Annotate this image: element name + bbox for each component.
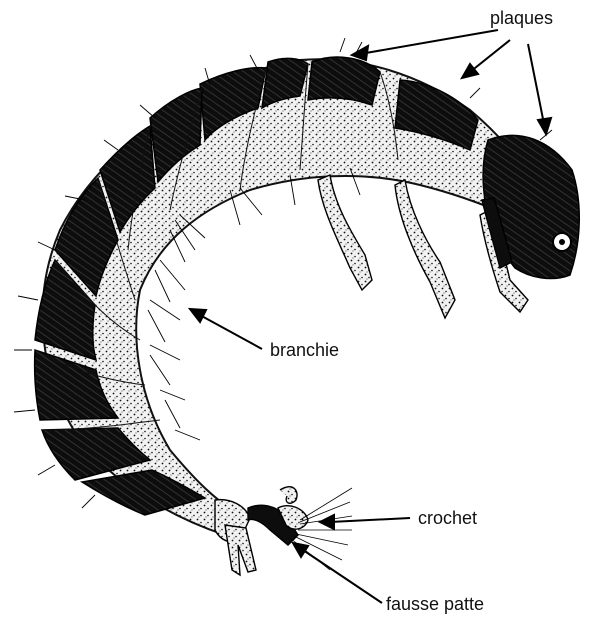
- arrow-branchie: [198, 314, 262, 349]
- arrow-crochet: [330, 518, 410, 522]
- arrow-plaques-1: [360, 30, 498, 54]
- label-crochet: crochet: [418, 508, 477, 529]
- arrow-plaques-2: [470, 40, 510, 72]
- label-plaques: plaques: [490, 8, 553, 29]
- label-fausse-patte: fausse patte: [386, 594, 484, 615]
- leg-2: [395, 180, 455, 318]
- eye-pupil: [559, 239, 565, 245]
- label-branchie: branchie: [270, 340, 339, 361]
- plate-1: [308, 57, 380, 105]
- leg-1: [318, 175, 372, 290]
- arrow-plaques-3: [528, 44, 544, 124]
- arrow-fausse-patte: [300, 548, 382, 603]
